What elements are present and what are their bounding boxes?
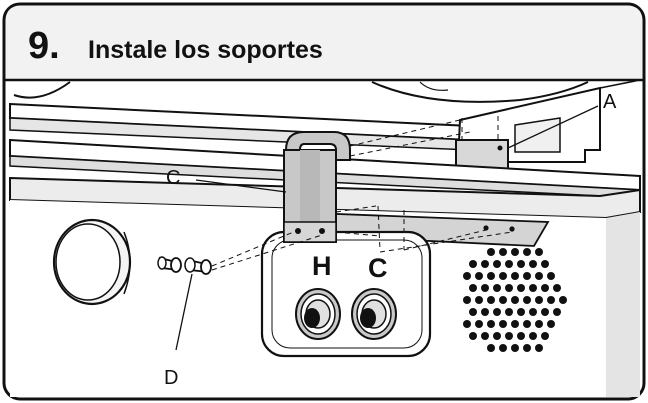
vent-dot <box>529 284 537 292</box>
hot-connection-label: H <box>312 251 332 281</box>
drum-left-curve <box>13 81 71 99</box>
vent-dot <box>487 272 495 280</box>
vent-dot <box>517 308 525 316</box>
mounting-block-hole <box>497 145 503 151</box>
vent-dot <box>475 272 483 280</box>
step-title: Instale los soportes <box>88 36 323 64</box>
vent-dot <box>511 344 519 352</box>
vent-dot <box>541 308 549 316</box>
step-number: 9. <box>28 25 60 67</box>
vent-dot <box>553 284 561 292</box>
right-housing-step <box>514 117 561 153</box>
vent-dot <box>493 284 501 292</box>
vent-dot <box>481 308 489 316</box>
leader-line-c <box>195 179 287 193</box>
vent-dot <box>523 344 531 352</box>
vent-dot <box>481 260 489 268</box>
cold-connection-label: C <box>368 253 388 283</box>
vent-dot <box>517 284 525 292</box>
hot-water-connector <box>295 288 341 340</box>
appliance-drawing: H C <box>9 79 641 397</box>
vent-dot <box>499 320 507 328</box>
assembly-guide-lines <box>211 116 513 271</box>
vent-dot <box>487 320 495 328</box>
vent-dot <box>547 296 555 304</box>
vent-dot <box>499 272 507 280</box>
callout-d: D <box>164 367 178 389</box>
vent-dot <box>535 272 543 280</box>
vent-dot <box>523 248 531 256</box>
vent-dot <box>511 272 519 280</box>
vent-dot <box>469 332 477 340</box>
vent-dot <box>487 344 495 352</box>
vent-dot <box>529 260 537 268</box>
vent-dot <box>505 284 513 292</box>
vent-dot <box>523 272 531 280</box>
bracket-c <box>283 131 351 243</box>
callout-c: C <box>166 167 180 189</box>
vent-dot <box>469 284 477 292</box>
vent-dot <box>499 344 507 352</box>
vent-dot <box>559 296 567 304</box>
vent-dot <box>481 284 489 292</box>
round-knob <box>52 218 132 306</box>
vent-dot <box>505 260 513 268</box>
vent-dot <box>535 344 543 352</box>
vent-dot <box>469 308 477 316</box>
vent-dot <box>535 320 543 328</box>
vent-dot-grid <box>463 248 567 352</box>
vent-dot <box>517 332 525 340</box>
drum-right-curve <box>371 81 589 103</box>
vent-dot <box>547 320 555 328</box>
leader-line-a <box>507 105 599 149</box>
screw-d-2 <box>184 257 212 275</box>
vent-dot <box>529 308 537 316</box>
vent-dot <box>463 296 471 304</box>
vent-dot <box>505 308 513 316</box>
slot-hole-2 <box>509 226 515 232</box>
vent-dot <box>523 296 531 304</box>
vent-dot <box>541 284 549 292</box>
vent-dot <box>505 332 513 340</box>
vent-dot <box>511 248 519 256</box>
drum-right-curve-inner <box>419 81 449 91</box>
hose-connection-plate-inner <box>271 239 423 349</box>
vent-dot <box>517 260 525 268</box>
vent-dot <box>463 320 471 328</box>
vent-dot <box>535 248 543 256</box>
leader-line-d <box>175 273 193 351</box>
cold-water-connector <box>351 288 397 340</box>
vent-dot <box>553 308 561 316</box>
vent-dot <box>487 248 495 256</box>
vent-dot <box>487 296 495 304</box>
callout-a: A <box>603 91 617 113</box>
vent-dot <box>547 272 555 280</box>
hose-connection-plate <box>260 230 432 358</box>
right-housing-edge <box>599 79 641 89</box>
vent-dot <box>529 332 537 340</box>
vent-dot <box>541 332 549 340</box>
vent-dot <box>541 260 549 268</box>
vent-dot <box>493 308 501 316</box>
vent-dot <box>499 248 507 256</box>
vent-dot <box>463 272 471 280</box>
vent-dot <box>511 296 519 304</box>
screw-d-1 <box>157 256 182 273</box>
vent-dot <box>535 296 543 304</box>
vent-dot <box>469 260 477 268</box>
slot-hole-1 <box>483 225 489 231</box>
vent-dot <box>499 296 507 304</box>
vent-dot <box>511 320 519 328</box>
vent-dot <box>493 332 501 340</box>
vent-dot <box>475 320 483 328</box>
vent-dot <box>523 320 531 328</box>
console-right-side <box>606 212 640 397</box>
header-band <box>6 6 642 80</box>
vent-dot <box>493 260 501 268</box>
vent-dot <box>481 332 489 340</box>
vent-dot <box>475 296 483 304</box>
